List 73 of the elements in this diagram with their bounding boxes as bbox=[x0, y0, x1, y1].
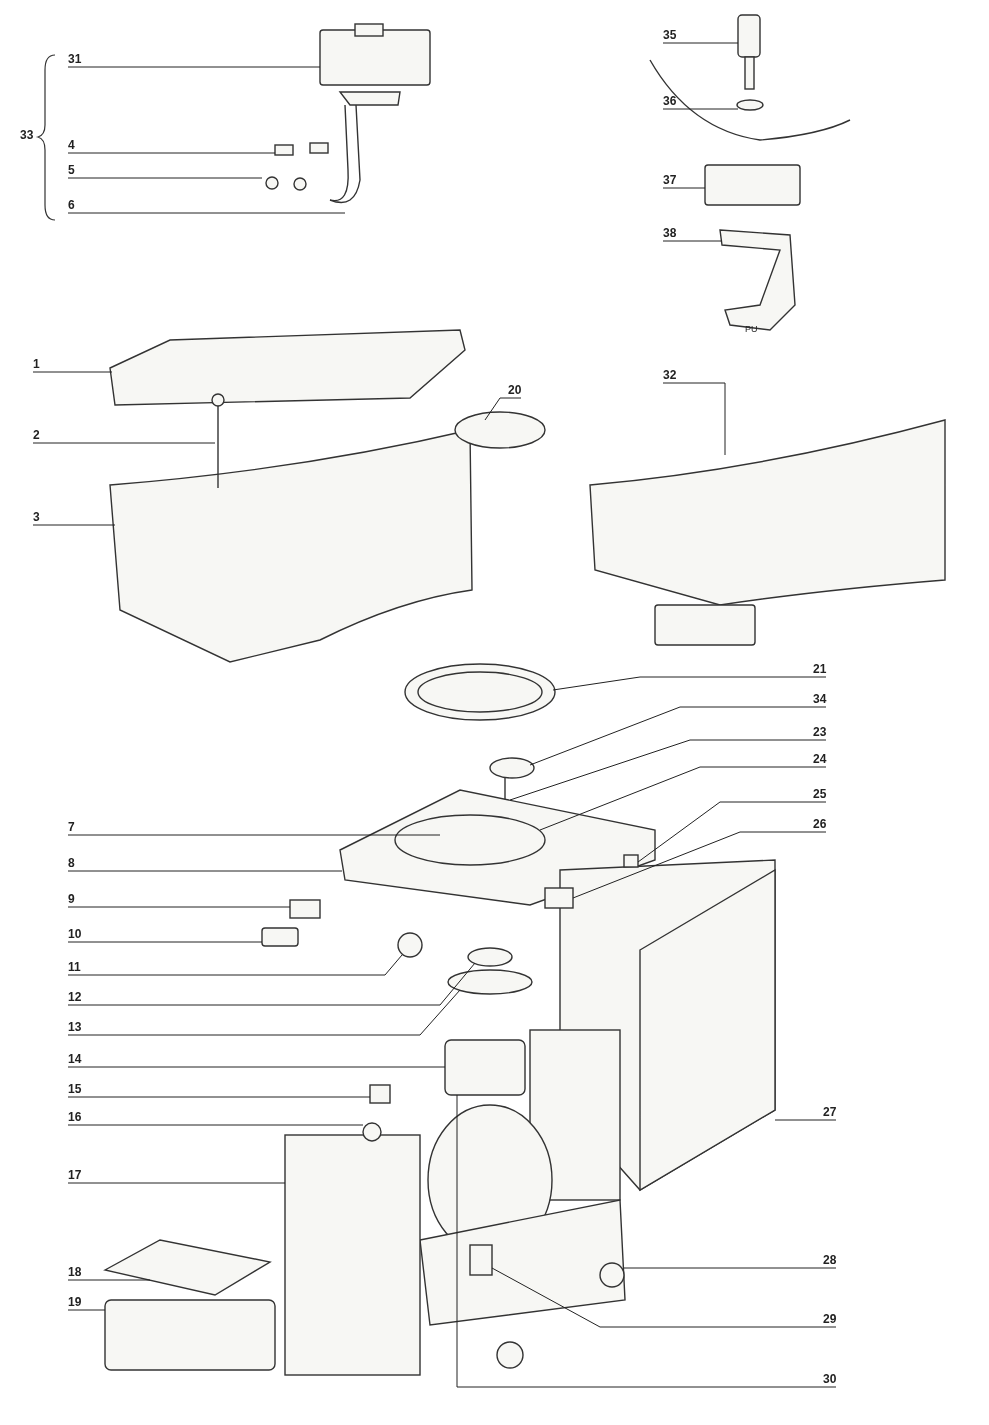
callout-number: 14 bbox=[68, 1052, 82, 1066]
callout-number: 15 bbox=[68, 1082, 82, 1096]
callout-number: 30 bbox=[823, 1372, 837, 1386]
callout-number: 32 bbox=[663, 368, 677, 382]
leader-line bbox=[509, 739, 827, 801]
callout-number: 21 bbox=[813, 662, 827, 676]
leader-line bbox=[491, 1267, 837, 1328]
leader-line bbox=[662, 382, 726, 456]
callout-number: 1 bbox=[33, 357, 40, 371]
callout-number: 28 bbox=[823, 1253, 837, 1267]
callout-number: 17 bbox=[68, 1168, 82, 1182]
callout-number: 29 bbox=[823, 1312, 837, 1326]
callout-number: 12 bbox=[68, 990, 82, 1004]
callout-number: 35 bbox=[663, 28, 677, 42]
leader-line bbox=[67, 1279, 151, 1281]
leader-line bbox=[67, 870, 343, 872]
callout-number: 9 bbox=[68, 892, 75, 906]
leader-line bbox=[67, 1066, 446, 1068]
callout-number: 37 bbox=[663, 173, 677, 187]
leader-line bbox=[662, 240, 723, 242]
leader-line bbox=[539, 766, 827, 831]
callout-number: 25 bbox=[813, 787, 827, 801]
leader-line bbox=[623, 1267, 837, 1269]
callout-number: 31 bbox=[68, 52, 82, 66]
leader-line bbox=[662, 108, 739, 110]
leader-line bbox=[774, 1119, 837, 1121]
leader-line bbox=[572, 831, 827, 899]
leader-line bbox=[67, 834, 441, 836]
callout-number: 10 bbox=[68, 927, 82, 941]
callout-number: 5 bbox=[68, 163, 75, 177]
leader-line bbox=[484, 397, 522, 421]
leader-line bbox=[67, 941, 263, 943]
callout-number: 7 bbox=[68, 820, 75, 834]
callout-number: 38 bbox=[663, 226, 677, 240]
callout-number: 36 bbox=[663, 94, 677, 108]
leader-line bbox=[662, 42, 739, 44]
callout-number: 20 bbox=[508, 383, 522, 397]
callout-number: 19 bbox=[68, 1295, 82, 1309]
callout-number: 8 bbox=[68, 856, 75, 870]
leader-line bbox=[67, 1309, 106, 1311]
callout-number: 6 bbox=[68, 198, 75, 212]
callout-number: 18 bbox=[68, 1265, 82, 1279]
callout-number: 33 bbox=[20, 128, 34, 142]
leader-line bbox=[67, 1096, 371, 1098]
callout-number: 23 bbox=[813, 725, 827, 739]
callout-number: 3 bbox=[33, 510, 40, 524]
callout-number: 24 bbox=[813, 752, 827, 766]
leader-line bbox=[67, 66, 321, 68]
leader-line bbox=[637, 801, 827, 863]
callout-number: 34 bbox=[813, 692, 827, 706]
callout-number: 26 bbox=[813, 817, 827, 831]
callout-number: 2 bbox=[33, 428, 40, 442]
leader-line bbox=[662, 187, 706, 189]
leader-line bbox=[67, 177, 263, 179]
leader-line bbox=[67, 989, 461, 1036]
leader-line bbox=[32, 442, 216, 444]
leader-line bbox=[67, 962, 476, 1006]
leader-line bbox=[32, 371, 113, 373]
leader-line bbox=[67, 212, 346, 214]
leader-line bbox=[32, 524, 116, 526]
callout-number: 27 bbox=[823, 1105, 837, 1119]
leader-line bbox=[67, 1182, 286, 1184]
leader-line bbox=[67, 152, 276, 154]
leader-line bbox=[67, 954, 403, 976]
callout-number: 13 bbox=[68, 1020, 82, 1034]
callout-number: 11 bbox=[68, 960, 81, 974]
leader-line bbox=[456, 1094, 837, 1388]
leader-line bbox=[67, 1124, 364, 1126]
leader-line bbox=[67, 906, 291, 908]
callout-number: 4 bbox=[68, 138, 75, 152]
leader-line bbox=[552, 676, 827, 691]
leader-line bbox=[529, 706, 827, 766]
callout-number: 16 bbox=[68, 1110, 82, 1124]
